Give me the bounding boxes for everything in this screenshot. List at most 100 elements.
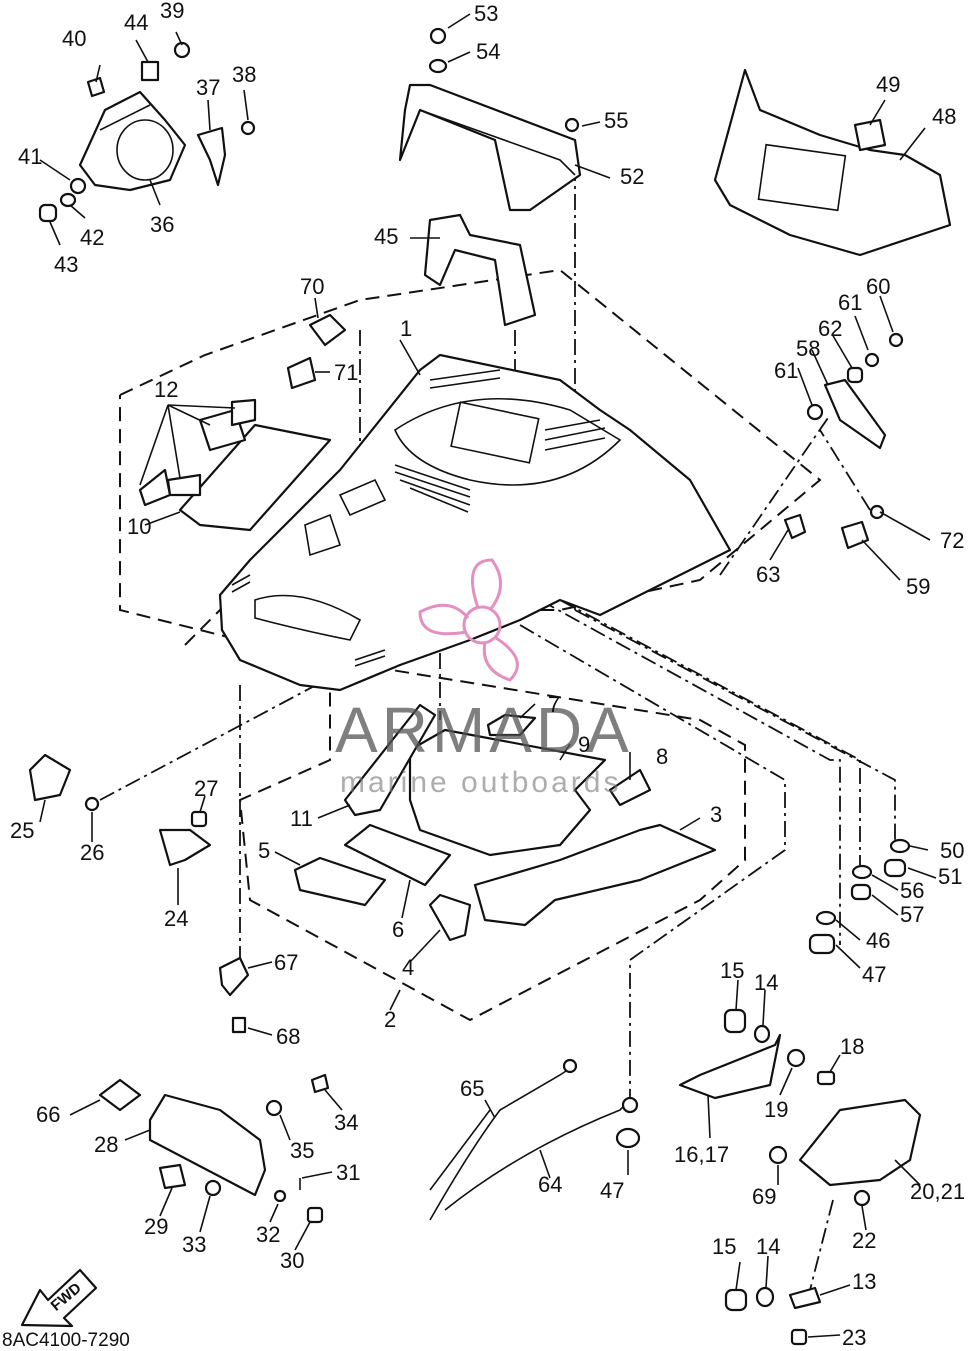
callout-label: 57	[900, 902, 924, 927]
callout-label: 16,17	[674, 1142, 729, 1167]
callout-label: 10	[127, 514, 151, 539]
clip-part-67	[218, 956, 250, 1034]
callout-label: 47	[862, 962, 886, 987]
callout-label: 71	[334, 360, 358, 385]
callout-label: 8	[656, 744, 668, 769]
pad-part-4	[428, 893, 472, 942]
callout-label: 53	[474, 1, 498, 26]
bracket-part-45	[423, 213, 537, 327]
callout-label: 33	[182, 1232, 206, 1257]
callout-label: 43	[54, 252, 78, 277]
trim-strip-part-28	[98, 1073, 330, 1224]
callout-label: 7	[548, 692, 560, 717]
drawing-code: 8AC4100-7290	[2, 1330, 130, 1351]
callout-label: 41	[18, 144, 42, 169]
callout-label: 14	[756, 1234, 780, 1259]
callout-label: 67	[274, 950, 298, 975]
callout-label: 49	[876, 72, 900, 97]
callout-label: 63	[756, 562, 780, 587]
watermark-subtitle: marine outboards	[340, 766, 621, 799]
callout-label: 35	[290, 1138, 314, 1163]
callout-label: 62	[818, 316, 842, 341]
watermark-title: ARMADA	[335, 694, 633, 766]
callout-label: 1	[400, 316, 412, 341]
callout-label: 30	[280, 1248, 304, 1273]
callout-label: 54	[476, 39, 500, 64]
callout-label: 59	[906, 574, 930, 599]
callout-label: 11	[290, 806, 313, 831]
pad-part-11	[343, 703, 437, 817]
callout-label: 29	[144, 1214, 168, 1239]
callout-label: 2	[384, 1007, 396, 1032]
callout-labels: 1 2 3 4 5 6 7 8 9 10 11 12 13 14 14 15 1…	[10, 0, 965, 1350]
pad-part-3	[473, 823, 717, 927]
callout-label: 60	[866, 274, 890, 299]
callout-label: 66	[36, 1102, 60, 1127]
callout-label: 45	[374, 224, 398, 249]
leader-lines	[39, 13, 937, 1338]
callout-label: 24	[164, 906, 188, 931]
plate-part-9	[408, 728, 607, 857]
brackets-parts-24-to-27	[28, 753, 212, 867]
callout-label: 50	[940, 838, 964, 863]
callout-label: 44	[124, 10, 148, 35]
callout-label: 20,21	[910, 1179, 965, 1204]
small-fasteners-top-left	[38, 41, 256, 223]
callout-label: 4	[402, 955, 414, 980]
callout-label: 26	[80, 840, 104, 865]
callout-label: 25	[10, 818, 34, 843]
air-intake-part-52	[398, 27, 582, 212]
callout-label: 42	[80, 225, 104, 250]
callout-label: 13	[852, 1269, 876, 1294]
pad-part-6	[343, 823, 452, 887]
grommets-parts-46-to-57	[808, 838, 911, 955]
callout-label: 52	[620, 164, 644, 189]
callout-label: 34	[334, 1110, 358, 1135]
callout-label: 6	[392, 917, 404, 942]
rear-cover-part-48	[713, 68, 952, 257]
callout-label: 39	[160, 0, 184, 23]
callout-label: 58	[796, 336, 820, 361]
propeller-logo	[418, 558, 519, 682]
callout-label: 27	[194, 776, 218, 801]
callout-label: 46	[866, 928, 890, 953]
bracket-part-16	[678, 1008, 836, 1100]
callout-label: 23	[842, 1325, 866, 1350]
callout-label: 28	[94, 1132, 118, 1157]
callout-label: 65	[460, 1076, 484, 1101]
pad-part-7	[486, 713, 537, 737]
lever-part-58	[783, 332, 904, 550]
callout-label: 51	[938, 864, 962, 889]
callout-label: 12	[154, 377, 178, 402]
armada-watermark: ARMADA marine outboards	[335, 558, 633, 799]
callout-label: 61	[774, 358, 798, 383]
cover-part-20	[724, 1098, 922, 1346]
cowling-vents	[231, 369, 606, 667]
callout-label: 22	[852, 1228, 876, 1253]
top-cowling-part-1	[218, 353, 732, 692]
callout-label: 48	[932, 104, 956, 129]
callout-label: 68	[276, 1024, 300, 1049]
air-duct-part-36	[78, 90, 187, 192]
callout-label: 31	[336, 1160, 360, 1185]
callout-label: 18	[840, 1034, 864, 1059]
callout-label: 47	[600, 1178, 624, 1203]
callout-label: 56	[900, 878, 924, 903]
callout-label: 32	[256, 1222, 280, 1247]
callout-label: 37	[196, 75, 220, 100]
callout-label: 36	[150, 212, 174, 237]
callout-label: 70	[300, 274, 324, 299]
cables-parts-64-65	[429, 1058, 641, 1221]
callout-label: 9	[578, 732, 590, 757]
callout-label: 19	[764, 1097, 788, 1122]
callout-label: 14	[754, 970, 778, 995]
callout-label: 15	[712, 1234, 736, 1259]
fwd-arrow: FWD	[20, 1268, 98, 1328]
labels-part-12	[138, 398, 257, 507]
callout-label: 5	[258, 838, 270, 863]
clip-part-70	[308, 313, 347, 347]
liner-pieces-parts-3-to-11	[293, 703, 717, 942]
bracket-part-37	[196, 126, 227, 187]
callout-label: 69	[752, 1184, 776, 1209]
